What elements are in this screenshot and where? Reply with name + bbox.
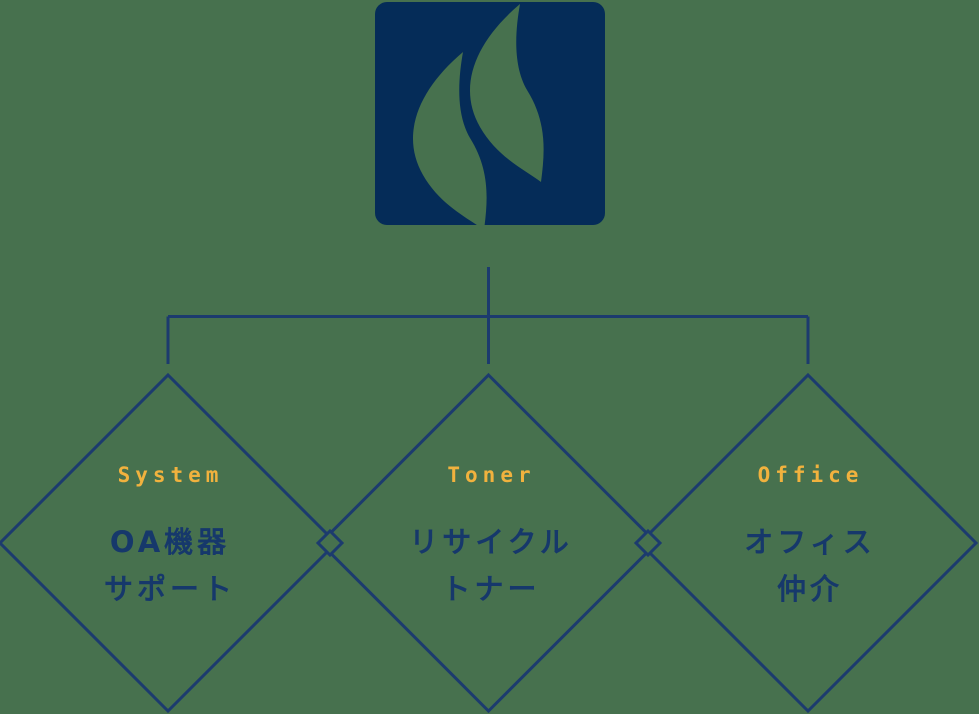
node-office: Office オフィス 仲介 <box>648 464 968 613</box>
node-toner: Toner リサイクル トナー <box>329 464 649 613</box>
node-toner-jp-line1: リサイクル <box>409 525 573 559</box>
node-office-jp-line2: 仲介 <box>776 572 843 606</box>
node-system-jp-line2: サポート <box>103 572 236 606</box>
node-system: System OA機器 サポート <box>8 464 328 613</box>
node-office-jp-line1: オフィス <box>744 525 876 559</box>
node-toner-en-label: Toner <box>447 463 536 487</box>
node-system-en-label: System <box>117 463 224 487</box>
node-system-jp-line1: OA機器 <box>109 525 231 559</box>
logo-swoosh-icon <box>413 4 544 225</box>
node-office-en-label: Office <box>757 463 864 487</box>
node-toner-jp-line2: トナー <box>441 572 541 606</box>
company-logo <box>375 2 605 225</box>
connector-lines <box>166 267 810 364</box>
